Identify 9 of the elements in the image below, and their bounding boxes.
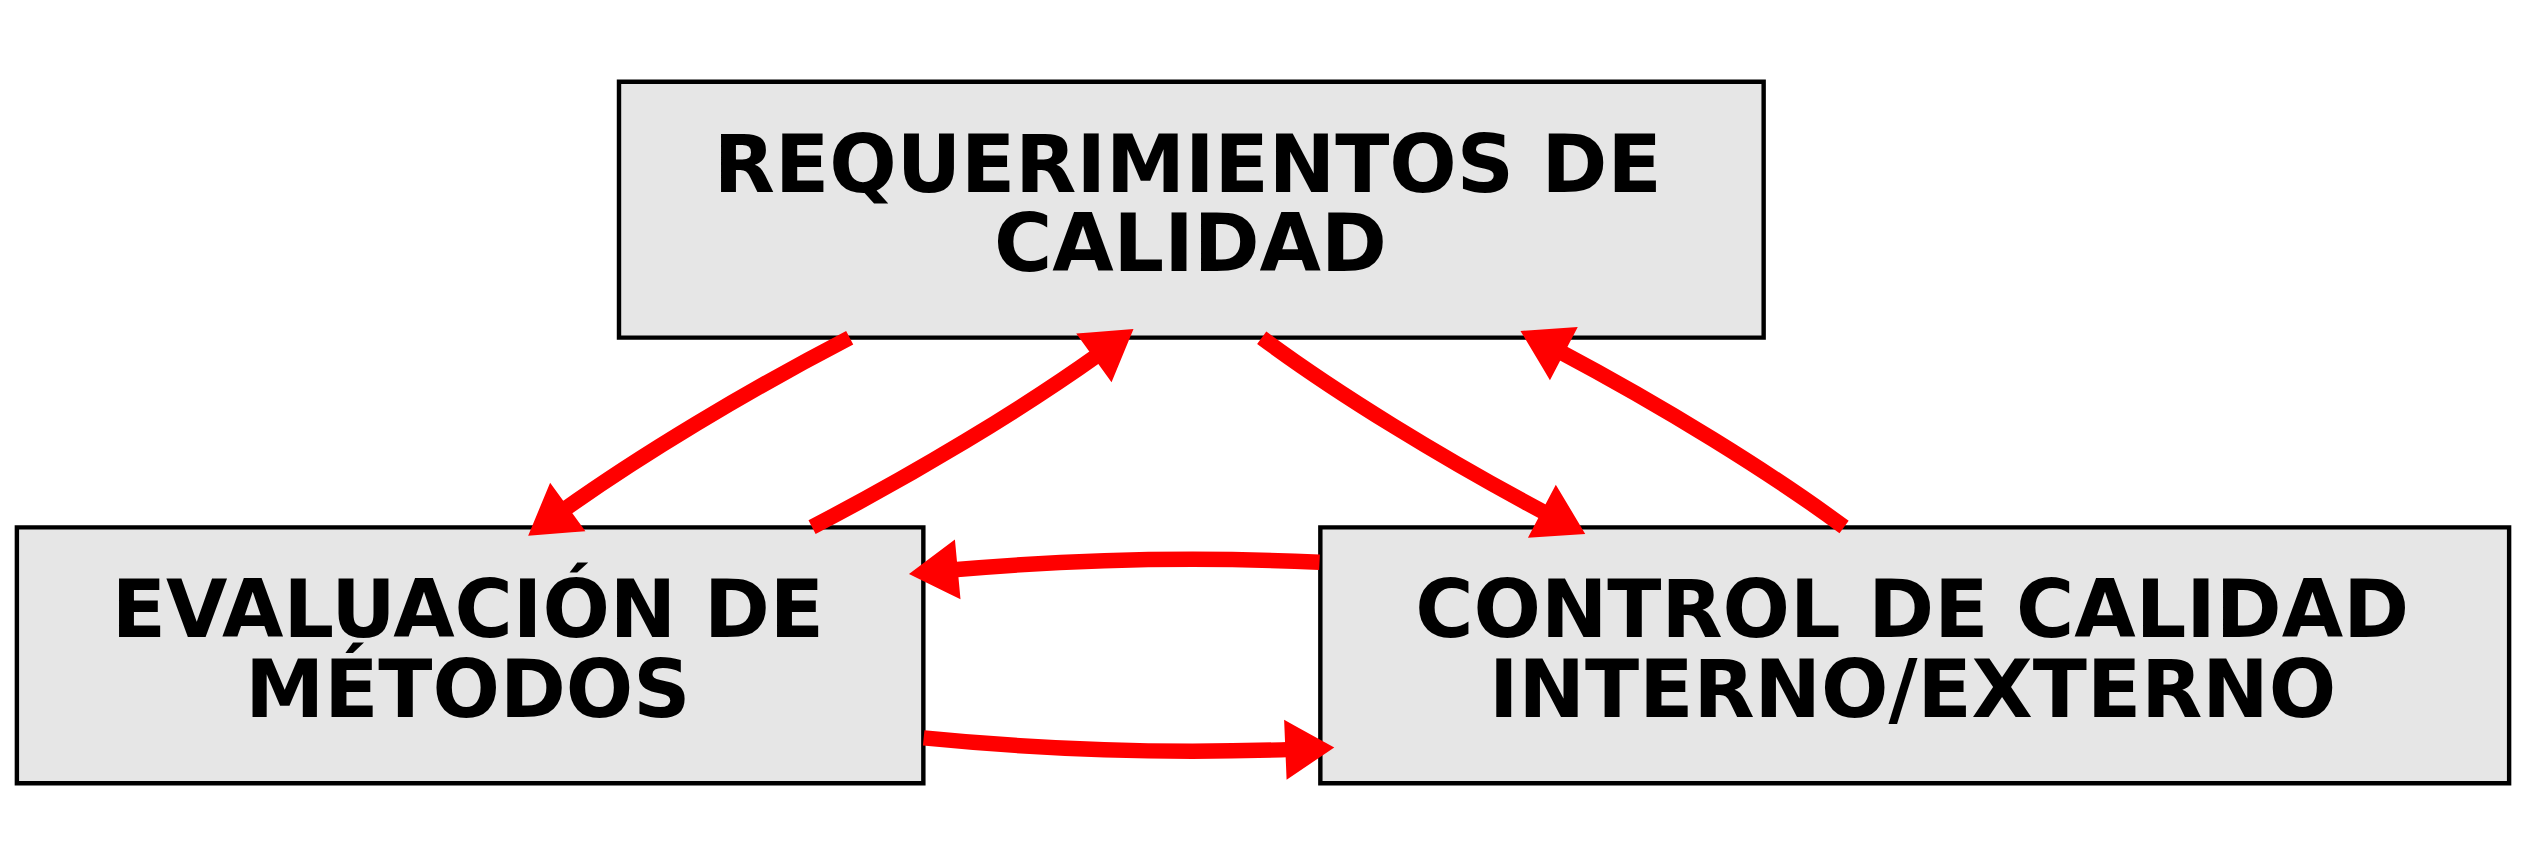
arrow [908, 539, 1320, 600]
arrow [808, 329, 1134, 534]
arrow [1520, 327, 1849, 534]
node-box: REQUERIMIENTOS DE CALIDAD [616, 79, 1766, 340]
node-box: EVALUACIÓN DE MÉTODOS [14, 525, 926, 786]
node-box: CONTROL DE CALIDAD INTERNO/EXTERNO [1318, 525, 2512, 786]
arrow [1257, 331, 1586, 538]
arrow [922, 719, 1335, 780]
arrow [528, 330, 854, 536]
